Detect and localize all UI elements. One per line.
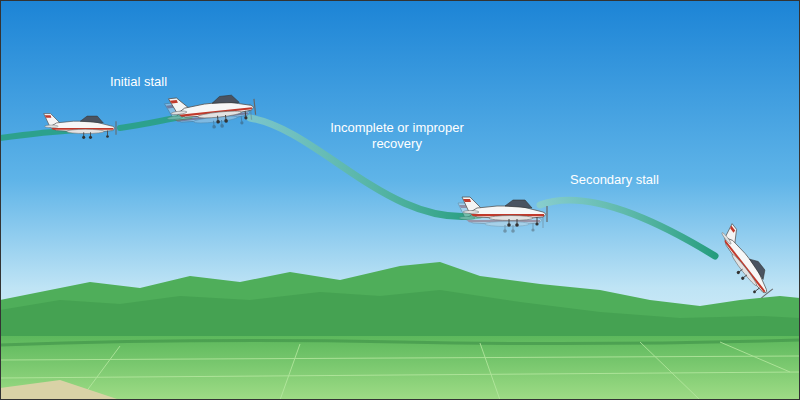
flight-phase-label: Secondary stall xyxy=(570,172,659,188)
flight-phase-label: Incomplete or improper recovery xyxy=(317,120,477,152)
flight-phase-label: Initial stall xyxy=(110,74,167,90)
